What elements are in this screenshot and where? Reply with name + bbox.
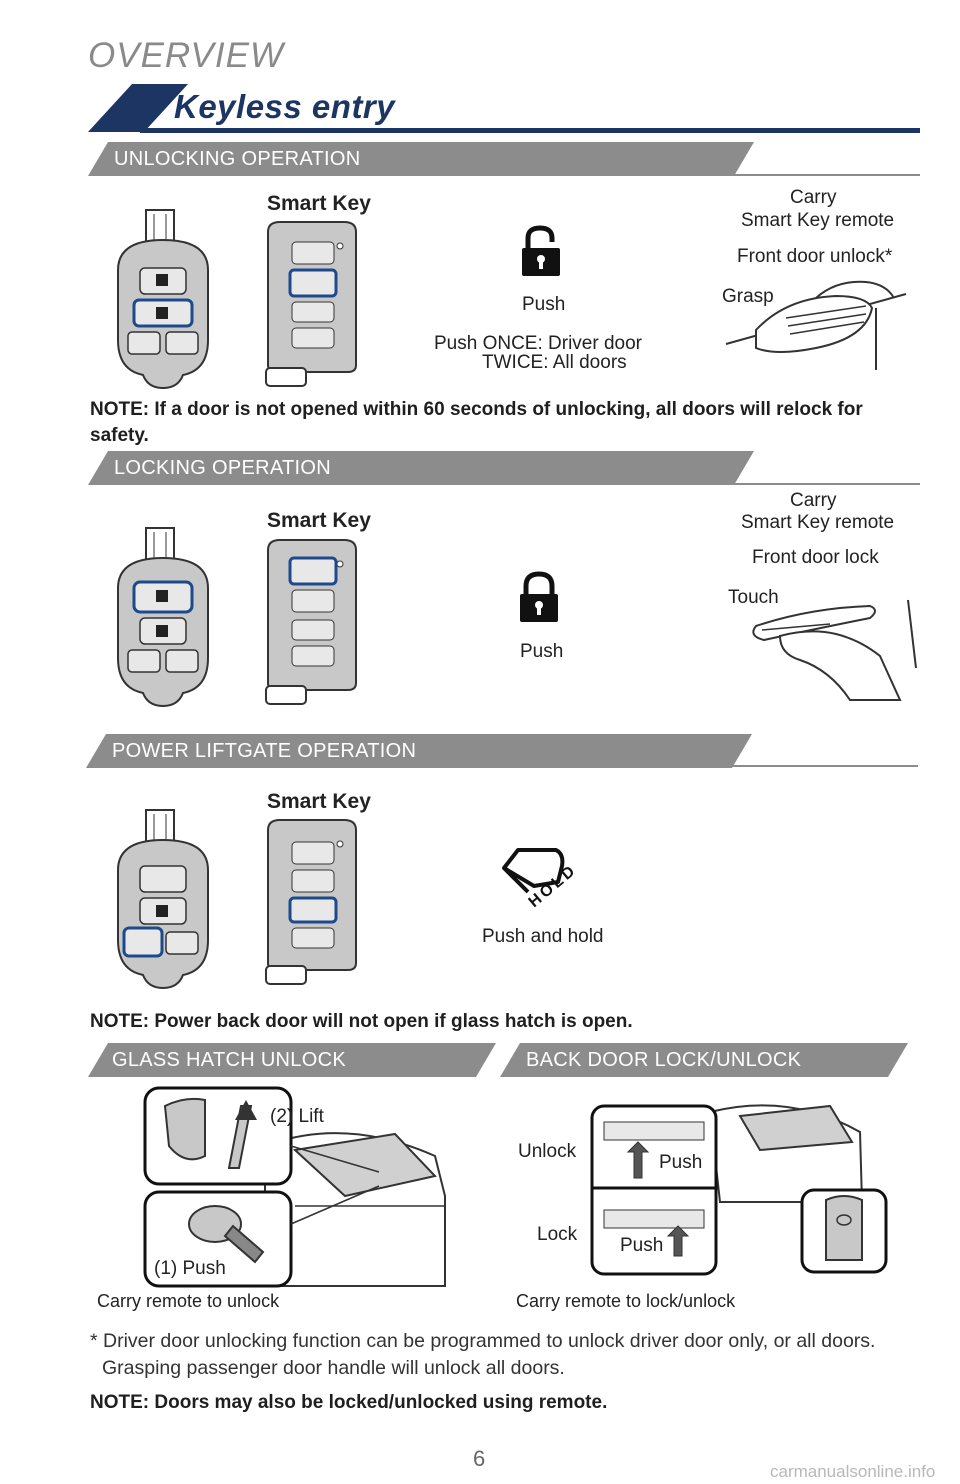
- touch-label: Touch: [728, 587, 779, 608]
- glass-hatch-banner: GLASS HATCH UNLOCK: [112, 1049, 346, 1071]
- smart-key-label: Smart Key: [267, 509, 371, 532]
- unlocked-padlock-icon: [522, 225, 560, 276]
- watermark-text: carmanualsonline.info: [770, 1462, 936, 1481]
- lock-push-label: Push: [520, 641, 564, 662]
- front-door-unlock-label: Front door unlock*: [737, 246, 893, 267]
- back-door-banner-bg: [500, 1043, 908, 1077]
- liftgate-hold-icon: HOLD: [502, 848, 580, 911]
- locked-padlock-icon: [520, 571, 558, 622]
- smart-key-icon: [265, 221, 357, 387]
- back-door-banner: BACK DOOR LOCK/UNLOCK: [526, 1049, 802, 1071]
- grasp-label: Grasp: [722, 286, 774, 307]
- unlock-label: Unlock: [518, 1141, 577, 1162]
- page-number: 6: [473, 1446, 486, 1471]
- smart-key-icon: [265, 819, 357, 985]
- unlocking-banner-bg: [88, 142, 920, 176]
- glass-hatch-banner-bg: [88, 1043, 496, 1077]
- smart-key-remote-label: Smart Key remote: [741, 210, 895, 231]
- glass-hatch-illustration: [143, 1086, 446, 1288]
- lift-label: (2) Lift: [270, 1106, 324, 1127]
- glass-hatch-caption: Carry remote to unlock: [97, 1291, 280, 1311]
- locking-banner-bg: [88, 451, 920, 485]
- key-fob-icon: [117, 209, 209, 390]
- title-banner: [88, 84, 920, 133]
- back-door-illustration: [590, 1104, 888, 1276]
- smart-key-label: Smart Key: [267, 790, 371, 813]
- front-door-lock-label: Front door lock: [752, 547, 879, 568]
- liftgate-note: NOTE: Power back door will not open if g…: [90, 1011, 633, 1032]
- key-fob-icon: [117, 809, 209, 990]
- carry-label: Carry: [790, 490, 837, 511]
- page-title: Keyless entry: [174, 88, 396, 125]
- unlocking-banner: UNLOCKING OPERATION: [114, 148, 361, 170]
- push-label: (1) Push: [154, 1258, 226, 1279]
- section-overline: OVERVIEW: [88, 36, 285, 75]
- smart-key-icon: [265, 539, 357, 705]
- push-and-hold-label: Push and hold: [482, 926, 604, 947]
- unlock-note: NOTE: If a door is not opened within 60 …: [90, 399, 863, 446]
- lock-label: Lock: [537, 1224, 578, 1245]
- carry-label: Carry: [790, 187, 837, 208]
- smart-key-remote-label: Smart Key remote: [741, 512, 895, 533]
- hand-touching-handle-illustration: [752, 599, 917, 701]
- push-label: Push: [659, 1152, 703, 1173]
- hand-grasping-handle-illustration: [725, 280, 907, 370]
- unlock-push-once: Push ONCE: Driver door: [434, 333, 643, 354]
- key-fob-icon: [117, 527, 209, 708]
- unlock-push-label: Push: [522, 294, 566, 315]
- push-label: Push: [620, 1235, 664, 1256]
- remote-note: NOTE: Doors may also be locked/unlocked …: [90, 1392, 608, 1413]
- locking-banner: LOCKING OPERATION: [114, 457, 331, 479]
- asterisk-footnote: * Driver door unlocking function can be …: [90, 1330, 876, 1379]
- unlock-push-twice: TWICE: All doors: [482, 352, 627, 373]
- liftgate-banner: POWER LIFTGATE OPERATION: [112, 740, 417, 762]
- liftgate-banner-bg: [86, 734, 918, 768]
- back-door-caption: Carry remote to lock/unlock: [516, 1291, 736, 1311]
- smart-key-label: Smart Key: [267, 192, 371, 215]
